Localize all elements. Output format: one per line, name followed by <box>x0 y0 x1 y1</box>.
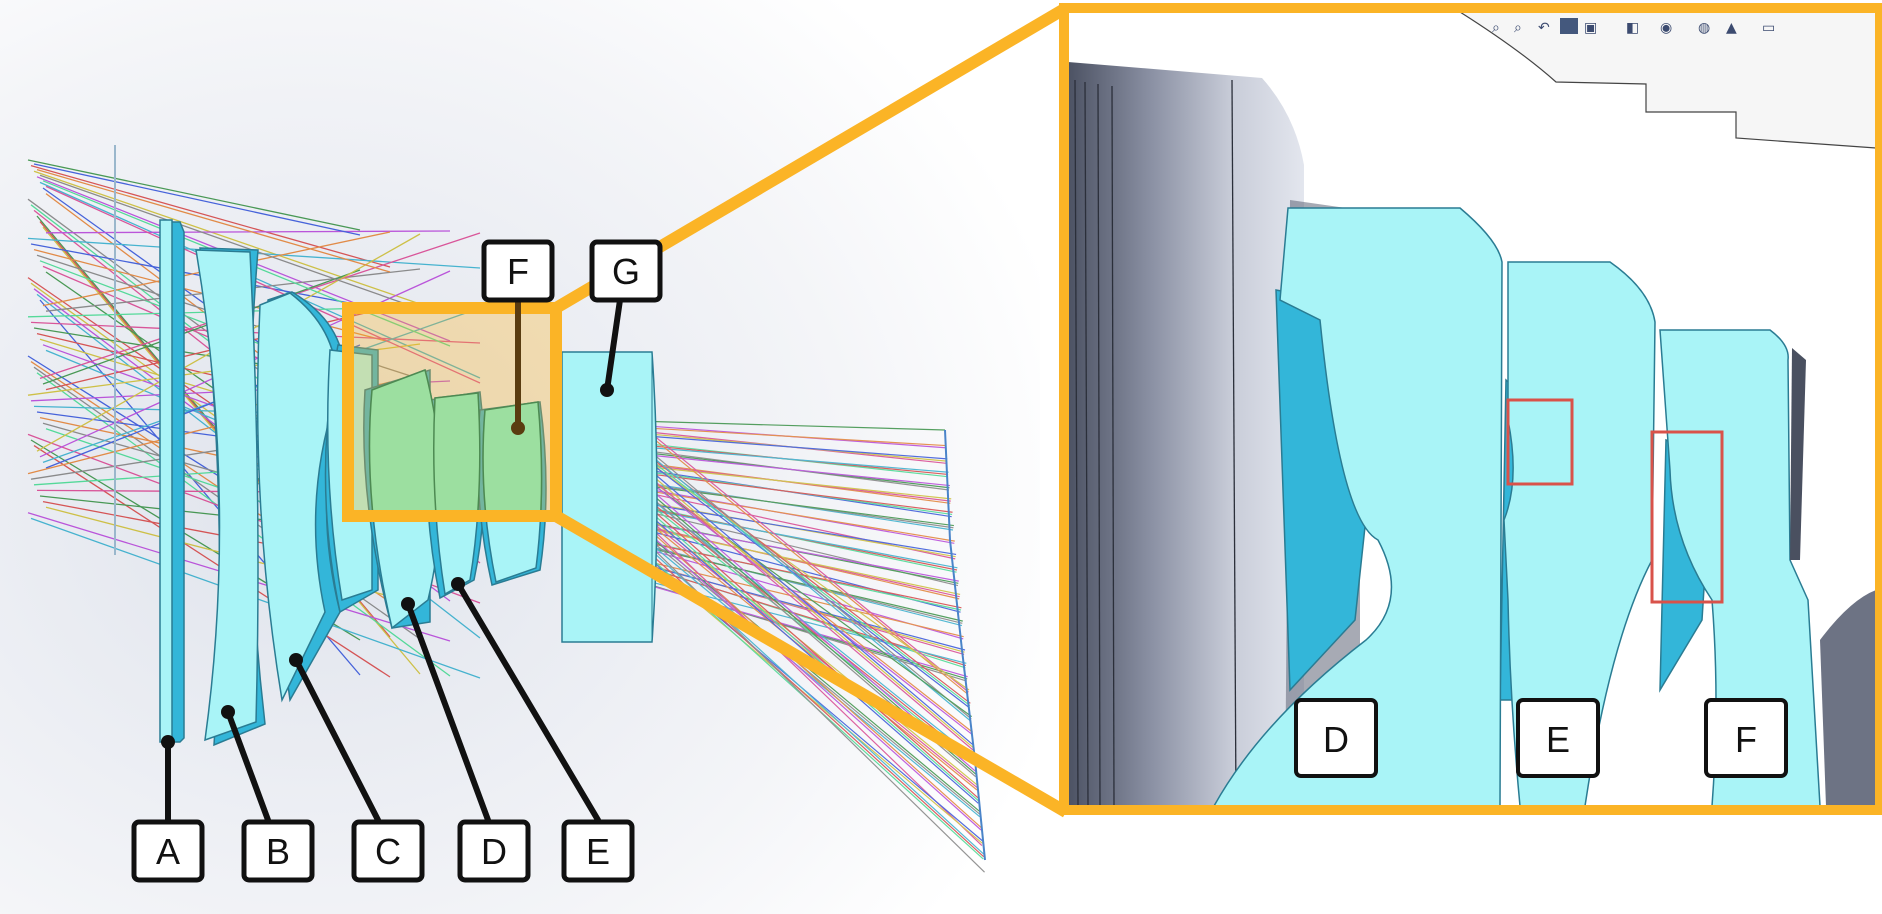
label-box-b: B <box>241 819 315 883</box>
leader-b <box>225 709 271 823</box>
label-f: F <box>507 251 529 292</box>
ray <box>607 430 970 709</box>
image-plane <box>944 429 986 861</box>
zoom-label-box-e: E <box>1516 698 1600 778</box>
leader-c <box>293 657 381 823</box>
ray <box>33 445 391 678</box>
zoom-inset: ⌕ ⌕ ↶ ▣ ◧ ◉ ◍ ▲ ▭ D E <box>1059 3 1882 815</box>
red-callout-f <box>1650 430 1724 604</box>
label-box-c: C <box>351 819 425 883</box>
ray <box>631 487 955 542</box>
ray <box>623 492 979 804</box>
view-orientation-icon[interactable]: ▣ <box>1584 20 1597 36</box>
ray <box>631 457 974 749</box>
red-callout-e <box>1506 398 1574 486</box>
ray <box>631 524 961 596</box>
ray <box>45 185 481 384</box>
section-view-icon[interactable] <box>1560 18 1578 34</box>
ray <box>30 321 481 344</box>
label-d: D <box>481 831 507 872</box>
zoom-area-icon[interactable]: ⌕ <box>1514 20 1522 36</box>
label-b: B <box>266 831 290 872</box>
ray <box>631 543 963 622</box>
outgoing-rays <box>599 419 985 873</box>
ray <box>30 164 391 268</box>
highlight-box <box>342 302 562 522</box>
label-box-f: F <box>481 239 555 303</box>
label-boxes: A B C D E F G <box>131 239 663 883</box>
ray <box>639 434 948 460</box>
zoom-fit-icon[interactable]: ⌕ <box>1492 20 1500 36</box>
zoom-inset-frame <box>1059 3 1882 815</box>
ray <box>599 568 967 664</box>
zoom-lens-d <box>1213 207 1503 806</box>
ray <box>639 472 953 513</box>
lens-c <box>256 291 345 703</box>
housing-edges <box>1074 79 1237 806</box>
ray <box>639 423 969 693</box>
zoom-lens-e <box>1503 261 1656 806</box>
ray <box>33 170 421 305</box>
lens-b <box>195 247 266 747</box>
edit-appearance-icon[interactable]: ◍ <box>1698 20 1710 36</box>
view-settings-icon[interactable]: ▭ <box>1762 20 1775 36</box>
zoom-label-e: E <box>1546 719 1570 760</box>
zoom-label-box-f: F <box>1704 698 1788 778</box>
ray <box>623 510 982 831</box>
label-box-a: A <box>131 819 205 883</box>
ray <box>615 425 946 447</box>
ray <box>599 419 946 431</box>
ray <box>639 498 980 800</box>
ray <box>33 163 361 236</box>
ray <box>623 454 974 751</box>
zoom-label-d: D <box>1323 719 1349 760</box>
ray <box>30 243 361 306</box>
housing-right <box>1820 590 1876 806</box>
lens-a <box>159 219 185 743</box>
cad-toolbar: ⌕ ⌕ ↶ ▣ ◧ ◉ ◍ ▲ ▭ <box>1492 18 1775 36</box>
ray <box>631 495 980 802</box>
ray <box>42 269 361 385</box>
ray <box>27 159 361 231</box>
housing-left <box>1068 62 1304 806</box>
label-box-g: G <box>589 239 663 303</box>
lens-g <box>561 351 658 643</box>
ray <box>39 174 421 310</box>
leader-e <box>455 581 601 823</box>
display-style-icon[interactable]: ◧ <box>1626 20 1639 36</box>
hide-show-icon[interactable]: ◉ <box>1660 20 1672 36</box>
ray <box>639 461 975 747</box>
ray <box>607 534 962 609</box>
ray <box>599 549 964 638</box>
ray <box>639 442 972 720</box>
ray <box>631 513 982 829</box>
scene-icon[interactable]: ▲ <box>1726 20 1737 36</box>
ray <box>623 558 966 651</box>
ray <box>639 516 983 846</box>
leader-lines <box>165 295 623 823</box>
leader-d <box>405 601 491 823</box>
ray <box>631 532 985 855</box>
ray <box>631 506 958 569</box>
zoom-label-boxes: D E F <box>1294 698 1788 778</box>
ray <box>45 230 451 234</box>
ray <box>607 515 959 582</box>
cad-window <box>1458 12 1876 149</box>
leader-dots <box>161 383 614 749</box>
label-a: A <box>156 831 180 872</box>
label-box-e: E <box>561 819 635 883</box>
leader-g <box>604 297 623 393</box>
label-e: E <box>586 831 610 872</box>
ray <box>639 453 950 487</box>
label-g: G <box>612 251 640 292</box>
label-box-d: D <box>457 819 531 883</box>
zoom-label-f: F <box>1735 719 1757 760</box>
ray <box>36 168 391 273</box>
previous-view-icon[interactable]: ↶ <box>1538 20 1550 36</box>
zoom-label-box-d: D <box>1294 698 1378 778</box>
label-c: C <box>375 831 401 872</box>
